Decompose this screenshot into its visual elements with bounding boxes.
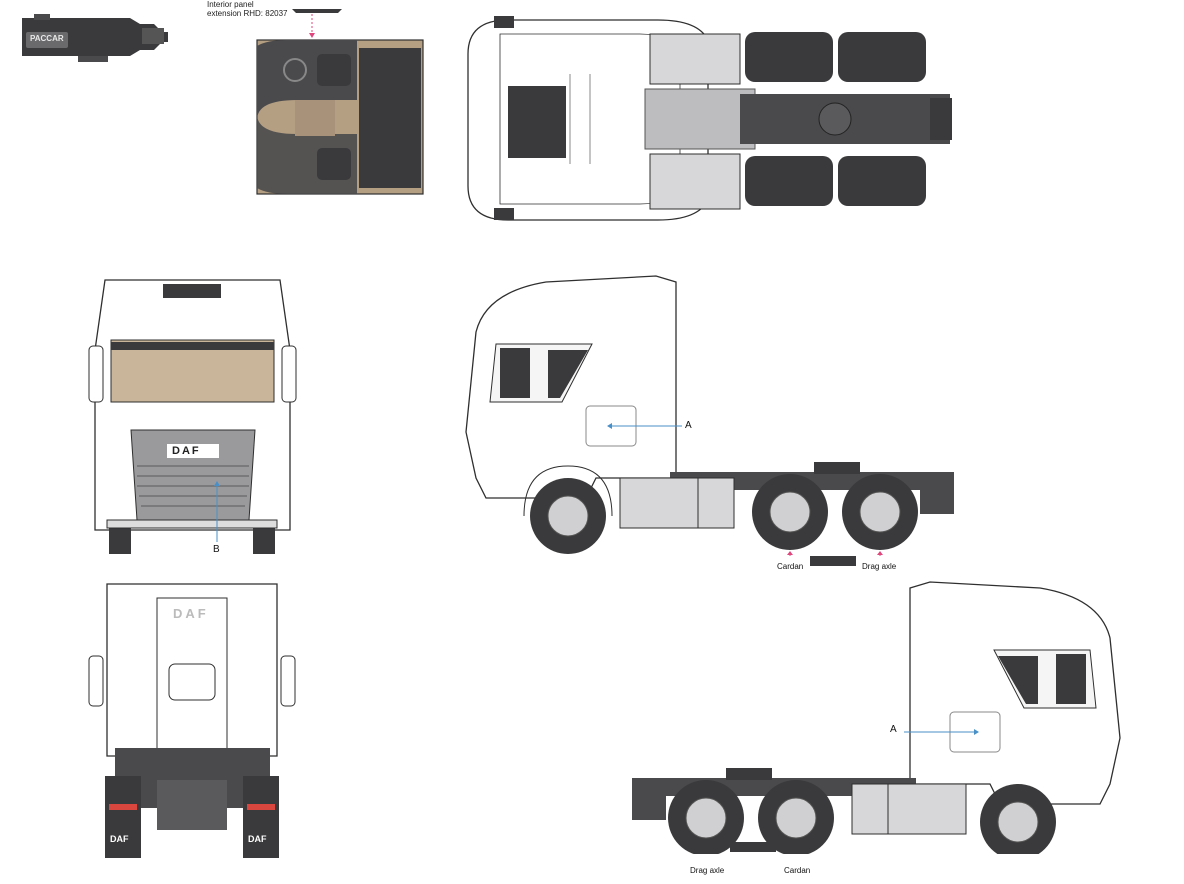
rear-logo: DAF <box>173 606 209 621</box>
engine-badge-text: PACCAR <box>30 34 64 43</box>
truck-top-view <box>460 14 960 224</box>
callout-a-right-label: A <box>890 724 897 735</box>
truck-right-side-view <box>626 578 1126 854</box>
interior-panel-note-line2: extension RHD: 82037 <box>207 9 288 18</box>
right-side-drag-axle-label: Drag axle <box>690 866 725 875</box>
left-side-drag-axle-label: Drag axle <box>862 562 897 571</box>
grille-logo: DAF <box>172 445 201 457</box>
axle-marker-bar-left <box>810 556 856 566</box>
callout-a-left-label: A <box>685 420 692 431</box>
cab-interior-top-view <box>255 38 425 196</box>
truck-rear-view: DAF DAF DAF <box>85 580 300 862</box>
engine-drawing: PACCAR <box>18 12 173 67</box>
right-side-cardan-label: Cardan <box>784 866 811 875</box>
interior-panel-part <box>290 5 346 39</box>
interior-panel-note-line1: Interior panel <box>207 0 254 9</box>
truck-front-view: DAF <box>85 270 300 556</box>
interior-panel-note: Interior panel extension RHD: 82037 <box>207 0 288 18</box>
left-side-cardan-label: Cardan <box>777 562 804 571</box>
mudflap-right-logo: DAF <box>248 834 267 844</box>
callout-b-line <box>212 480 222 544</box>
mudflap-left-logo: DAF <box>110 834 129 844</box>
truck-left-side-view <box>460 272 960 557</box>
callout-b-label: B <box>213 544 220 555</box>
